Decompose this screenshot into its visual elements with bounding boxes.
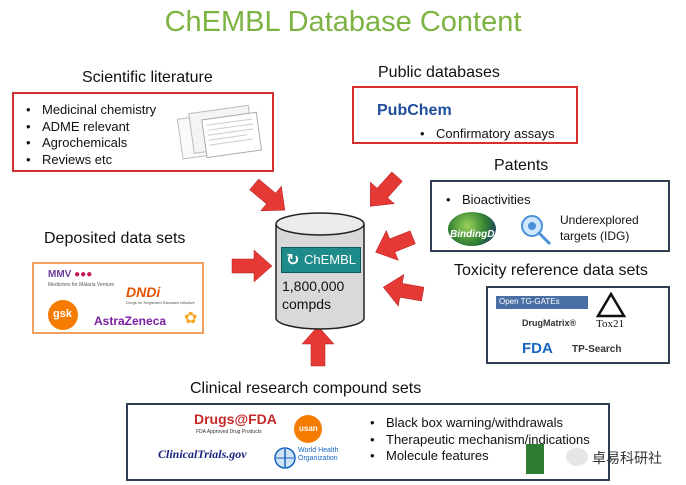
astrazeneca-logo: AstraZeneca <box>94 314 167 328</box>
drugmatrix-logo: DrugMatrix® <box>522 318 577 328</box>
fda-logo: FDA <box>522 340 553 357</box>
dndi-subtitle: Drugs for Neglected Diseases initiative <box>126 300 195 305</box>
compound-unit: compds <box>282 296 332 312</box>
tggates-logo: Open TG-GATEs <box>496 296 588 309</box>
diagram-title: ChEMBL Database Content <box>164 6 522 38</box>
watermark-text: 卓易科研社 <box>592 450 662 466</box>
list-item: Bioactivities <box>440 192 531 209</box>
list-item: Confirmatory assays <box>414 126 554 143</box>
mmv-dots-icon: ●●● <box>74 269 93 280</box>
astrazeneca-symbol-icon: ✿ <box>184 310 198 327</box>
drugsfda-logo: Drugs@FDA <box>194 411 277 427</box>
drugsfda-subtitle: FDA Approved Drug Products <box>196 429 262 435</box>
gsk-logo: gsk <box>48 300 78 330</box>
wechat-icon <box>566 448 588 466</box>
gsk-logo-text: gsk <box>53 308 72 320</box>
list-item: Medicinal chemistry <box>20 102 156 119</box>
list-item: Agrochemicals <box>20 135 156 152</box>
toxicity-label: Toxicity reference data sets <box>454 262 648 279</box>
pubchem-logo: PubChem <box>377 102 452 119</box>
public-databases-box: PubChem Confirmatory assays <box>352 86 578 144</box>
arrow-from-toxicity <box>380 271 426 311</box>
arrow-from-clinical <box>301 325 335 367</box>
scientific-literature-list: Medicinal chemistry ADME relevant Agroch… <box>20 102 156 168</box>
list-item: Therapeutic mechanism/indications <box>364 432 590 449</box>
clinicaltrials-logo: ClinicalTrials.gov <box>158 447 247 461</box>
chembl-c-icon: ↻ <box>286 252 300 269</box>
patents-list: Bioactivities <box>440 192 531 209</box>
bindingdb-globe-icon <box>448 212 496 246</box>
usan-logo: usan <box>294 415 322 443</box>
list-item: Reviews etc <box>20 152 156 169</box>
chembl-database-cylinder: ↻ ChEMBL 1,800,000 compds <box>274 212 366 332</box>
clinical-box: Drugs@FDA FDA Approved Drug Products usa… <box>126 403 610 481</box>
tox21-logo: Tox21 <box>596 318 624 330</box>
clinical-label: Clinical research compound sets <box>190 380 422 397</box>
chembl-logo: ↻ ChEMBL <box>281 247 361 273</box>
chembl-logo-text: ChEMBL <box>304 252 357 267</box>
deposited-label: Deposited data sets <box>44 230 186 247</box>
watermark-badge-icon <box>526 444 544 474</box>
patents-box: Bioactivities BindingDB Underexplored ta… <box>430 180 670 252</box>
idg-target-icon <box>521 215 552 246</box>
toxicity-box: Open TG-GATEs Tox21 DrugMatrix® FDA TP-S… <box>486 286 670 364</box>
public-databases-label: Public databases <box>378 64 500 81</box>
who-emblem-icon <box>274 447 296 469</box>
list-item: Molecule features <box>364 448 590 465</box>
who-logo: World Health Organization <box>298 447 339 462</box>
tggates-logo-text: Open TG-GATEs <box>499 297 560 306</box>
arrow-from-public-databases <box>358 165 410 218</box>
public-databases-list: Confirmatory assays <box>414 126 554 143</box>
list-item: ADME relevant <box>20 119 156 136</box>
tpsearch-logo: TP-Search <box>572 344 622 355</box>
arrow-from-deposited <box>231 249 273 283</box>
paper-pages-icon <box>176 104 263 160</box>
list-item: Black box warning/withdrawals <box>364 415 590 432</box>
tox21-triangle-icon <box>596 292 626 318</box>
scientific-literature-box: Medicinal chemistry ADME relevant Agroch… <box>12 92 274 172</box>
mmv-subtitle: Medicines for Malaria Venture <box>48 282 115 288</box>
underexplored-targets-text: Underexplored targets (IDG) <box>560 213 639 243</box>
dndi-logo: DNDi <box>126 284 161 300</box>
deposited-box: MMV ●●● Medicines for Malaria Venture DN… <box>32 262 204 334</box>
mmv-logo: MMV ●●● <box>48 269 92 280</box>
patents-label: Patents <box>494 157 549 174</box>
arrow-from-patents <box>369 222 419 268</box>
clinical-list: Black box warning/withdrawals Therapeuti… <box>364 415 590 465</box>
scientific-literature-label: Scientific literature <box>82 69 213 86</box>
compound-count: 1,800,000 <box>282 278 345 294</box>
mmv-logo-text: MMV <box>48 269 72 280</box>
bindingdb-logo: BindingDB <box>450 229 502 240</box>
usan-logo-text: usan <box>299 424 318 433</box>
